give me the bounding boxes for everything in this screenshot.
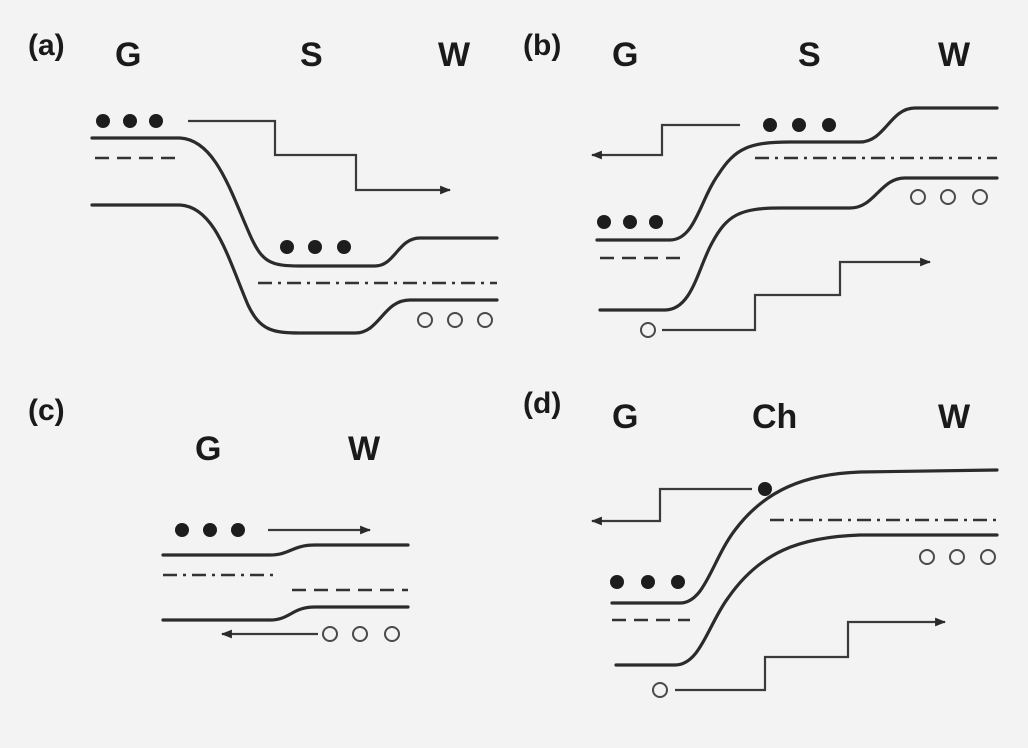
panel-c-region-w: W — [348, 430, 381, 468]
panel-c-label: (c) — [28, 394, 65, 427]
panel-d-region-w: W — [938, 398, 971, 436]
electron-dot — [610, 575, 624, 589]
hole-circle — [949, 549, 965, 565]
panel-a-valence-band — [90, 203, 499, 335]
hole-circle — [322, 626, 338, 642]
hole-circle — [652, 682, 668, 698]
hole-circle — [417, 312, 433, 328]
electron-dot — [641, 575, 655, 589]
electron-dot — [96, 114, 110, 128]
panel-d-valence-band — [614, 533, 999, 667]
electron-dot — [231, 523, 245, 537]
electron-dot — [649, 215, 663, 229]
panel-a-conduction-band — [90, 136, 499, 268]
electron-dot — [671, 575, 685, 589]
hole-circle — [447, 312, 463, 328]
electron-dot — [280, 240, 294, 254]
panel-b-region-s: S — [798, 36, 821, 74]
electron-dot — [623, 215, 637, 229]
electron-dot — [822, 118, 836, 132]
panel-a: (a) G S W — [28, 29, 499, 335]
hole-circle — [910, 189, 926, 205]
hole-circle — [384, 626, 400, 642]
panel-d-region-g: G — [612, 398, 638, 436]
panel-b-valence-band — [598, 176, 999, 312]
panel-d-hole-tunneling-arrow — [675, 617, 947, 692]
electron-dot — [597, 215, 611, 229]
panel-c-region-g: G — [195, 430, 221, 468]
hole-circle — [477, 312, 493, 328]
hole-circle — [980, 549, 996, 565]
hole-circle — [972, 189, 988, 205]
panel-b-hole-tunneling-arrow — [662, 257, 932, 332]
panel-b-conduction-band — [595, 106, 999, 242]
panel-d-label: (d) — [523, 387, 561, 420]
electron-dot — [308, 240, 322, 254]
panel-a-region-s: S — [300, 36, 323, 74]
electron-dot — [758, 482, 772, 496]
panel-a-label: (a) — [28, 29, 65, 62]
electron-dot — [175, 523, 189, 537]
panel-c-conduction-band — [161, 543, 410, 557]
panel-d-region-ch: Ch — [752, 398, 797, 436]
electron-dot — [203, 523, 217, 537]
panel-b-electron-tunneling-arrow — [590, 123, 740, 160]
electron-dot — [792, 118, 806, 132]
panel-b-region-g: G — [612, 36, 638, 74]
hole-circle — [919, 549, 935, 565]
panel-b-label: (b) — [523, 29, 561, 62]
panel-a-region-w: W — [438, 36, 471, 74]
panel-d: (d) G Ch W — [523, 387, 999, 698]
panel-d-conduction-band — [610, 468, 999, 605]
panel-b-region-w: W — [938, 36, 971, 74]
electron-dot — [149, 114, 163, 128]
electron-dot — [337, 240, 351, 254]
hole-circle — [640, 322, 656, 338]
panel-b: (b) G S W — [523, 29, 999, 338]
hole-circle — [940, 189, 956, 205]
hole-circle — [352, 626, 368, 642]
panel-c: (c) G W — [28, 394, 410, 642]
panel-a-region-g: G — [115, 36, 141, 74]
panel-d-electron-tunneling-arrow — [590, 487, 752, 526]
electron-dot — [763, 118, 777, 132]
panel-a-electron-tunneling-arrow — [188, 119, 452, 195]
panel-c-valence-band — [161, 605, 410, 622]
electron-dot — [123, 114, 137, 128]
